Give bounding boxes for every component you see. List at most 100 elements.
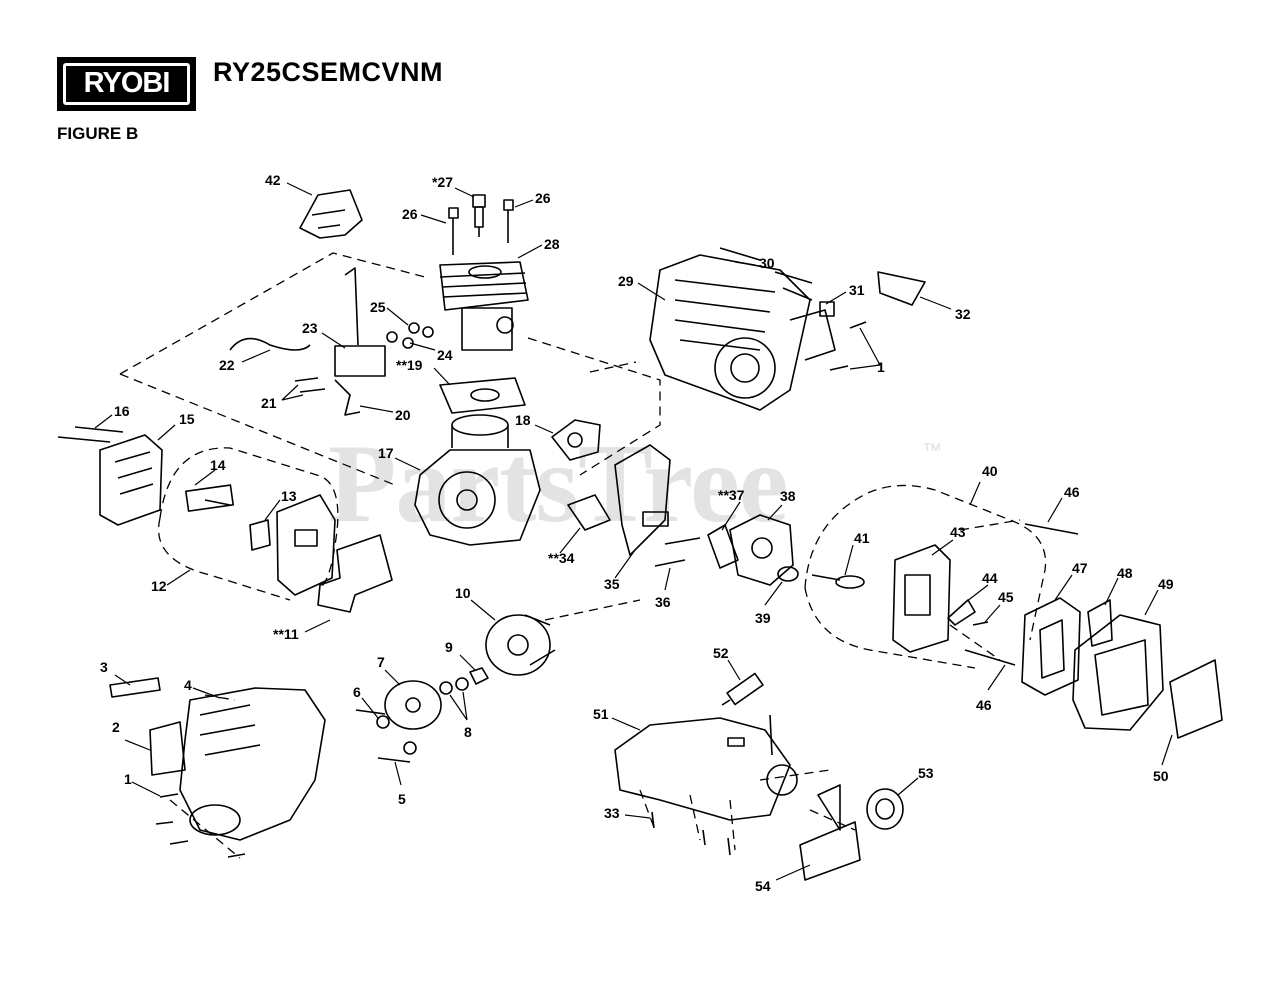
callout-49: 49: [1158, 576, 1174, 592]
callout-26-right: 26: [535, 190, 551, 206]
callout-52: 52: [713, 645, 729, 661]
part-31-label: [819, 301, 835, 317]
watermark-text: PartsTree: [328, 422, 789, 546]
part-43-airbox: [892, 544, 951, 653]
part-13-box: [249, 494, 336, 596]
part-1-screws-lower: [155, 793, 246, 858]
part-4-fan-housing: [179, 687, 326, 841]
callout-44: 44: [982, 570, 998, 586]
part-27-spark-plug: [472, 194, 486, 237]
part-17-crankcase: [414, 414, 541, 546]
callout-15: 15: [179, 411, 195, 427]
callout-32: 32: [955, 306, 971, 322]
callout-23: 23: [302, 320, 318, 336]
part-9-nut: [469, 667, 489, 685]
part-35-plate: [614, 444, 671, 556]
part-20-wire: [334, 379, 361, 416]
part-21-screws: [294, 377, 326, 393]
callout-54: 54: [755, 878, 771, 894]
callout-34: **34: [548, 550, 575, 566]
part-16-screws: [57, 426, 124, 443]
part-10-flywheel: [485, 614, 556, 676]
part-11-plate: [317, 534, 393, 613]
part-28-cylinder: [439, 261, 529, 351]
callout-28: 28: [544, 236, 560, 252]
part-6-washers: [376, 715, 417, 755]
figure-label: FIGURE B: [57, 124, 139, 143]
part-1-screws-upper: [829, 321, 867, 371]
callout-24: 24: [437, 347, 453, 363]
part-5-bolts: [355, 709, 411, 763]
part-14-module: [185, 484, 234, 512]
callout-1-upper: 1: [877, 359, 885, 375]
part-38-carburetor: [729, 514, 794, 586]
logo-border: [63, 63, 190, 105]
part-48-foam: [1087, 599, 1113, 647]
part-41-tube: [811, 574, 865, 589]
part-33-screws: [651, 811, 731, 856]
callout-27: *27: [432, 174, 454, 190]
callout-47: 47: [1072, 560, 1088, 576]
callout-36: 36: [655, 594, 671, 610]
part-2-decal: [149, 721, 186, 776]
part-29-starter-housing: [649, 254, 836, 411]
callout-20: 20: [395, 407, 411, 423]
callout-4: 4: [184, 677, 192, 693]
callout-38: 38: [780, 488, 796, 504]
callout-13: 13: [281, 488, 297, 504]
callout-33: 33: [604, 805, 620, 821]
callout-22: 22: [219, 357, 235, 373]
callout-11: **11: [273, 626, 299, 642]
part-42-shield: [299, 189, 363, 239]
callout-3: 3: [100, 659, 108, 675]
part-22-wire: [229, 337, 311, 351]
callout-2: 2: [112, 719, 120, 735]
part-26-bolts: [448, 199, 514, 255]
callout-46-lower: 46: [976, 697, 992, 713]
callout-39: 39: [755, 610, 771, 626]
part-36-screws: [654, 537, 701, 567]
callout-9: 9: [445, 639, 453, 655]
callout-6: 6: [353, 684, 361, 700]
callout-53: 53: [918, 765, 934, 781]
part-24-25-washers: [386, 322, 434, 349]
callout-43: 43: [950, 524, 966, 540]
callout-41: 41: [854, 530, 870, 546]
callout-18: 18: [515, 412, 531, 428]
leader-lines: [94, 182, 1173, 881]
part-47-filter: [1021, 597, 1081, 696]
callout-12: 12: [151, 578, 167, 594]
callout-37: **37: [718, 487, 745, 503]
callout-7: 7: [377, 654, 385, 670]
callout-29: 29: [618, 273, 634, 289]
callout-25: 25: [370, 299, 386, 315]
part-18-part: [551, 419, 601, 461]
callout-10: 10: [455, 585, 471, 601]
callout-42: 42: [265, 172, 281, 188]
callout-19: **19: [396, 357, 423, 373]
part-3-label: [109, 677, 161, 698]
part-37-gasket: [707, 524, 739, 569]
model-number: RY25CSEMCVNM: [213, 57, 444, 87]
callout-5: 5: [398, 791, 406, 807]
part-8-washers: [439, 677, 469, 695]
callout-17: 17: [378, 445, 394, 461]
callout-21: 21: [261, 395, 277, 411]
part-44-plate: [947, 599, 976, 626]
callout-31: 31: [849, 282, 865, 298]
part-54-label: [799, 821, 861, 881]
callout-30: 30: [759, 255, 775, 271]
callout-35: 35: [604, 576, 620, 592]
part-15-cover: [99, 434, 163, 526]
callout-46-upper: 46: [1064, 484, 1080, 500]
callout-14: 14: [210, 457, 226, 473]
part-32-decal: [877, 271, 926, 306]
part-52-fitting: [721, 672, 764, 706]
trademark-symbol: ™: [922, 440, 942, 462]
callout-48: 48: [1117, 565, 1133, 581]
callout-16: 16: [114, 403, 130, 419]
ryobi-logo: RYOBI: [57, 57, 196, 111]
part-49-cover: [1072, 614, 1164, 731]
part-7-clutch: [384, 680, 442, 730]
